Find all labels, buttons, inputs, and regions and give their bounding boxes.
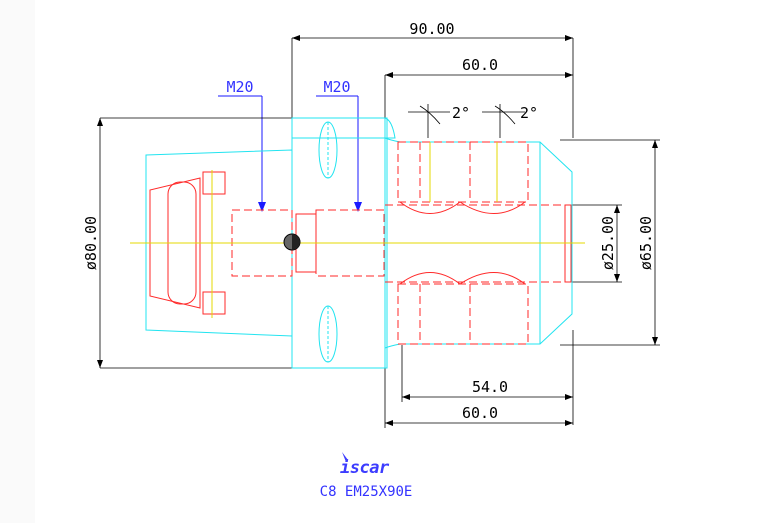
thread-label-1: M20 bbox=[226, 78, 253, 96]
dim-label-80: ø80.00 bbox=[82, 216, 100, 270]
part-number: C8 EM25X90E bbox=[320, 484, 413, 500]
thread-label-2: M20 bbox=[323, 78, 350, 96]
dim-label-65: ø65.00 bbox=[637, 216, 655, 270]
thread-callout-1: M20 bbox=[218, 78, 266, 212]
paper-region bbox=[300, 0, 767, 523]
dim-label-60-top: 60.0 bbox=[462, 56, 498, 74]
angle-callout-2: 2° bbox=[482, 104, 538, 138]
dim-overall-length: 90.00 bbox=[291, 20, 574, 138]
thread-callout-2: M20 bbox=[316, 78, 362, 212]
paper-region bbox=[35, 0, 300, 180]
dim-collet-length-top: 60.0 bbox=[384, 56, 573, 118]
dim-label-54: 54.0 bbox=[472, 378, 508, 396]
dim-nose-diameter: ø65.00 bbox=[560, 139, 660, 346]
dim-label-90: 90.00 bbox=[409, 20, 454, 38]
iscar-logo: iscar bbox=[340, 452, 390, 478]
dim-length-54: 54.0 bbox=[401, 330, 574, 425]
angle-label-2: 2° bbox=[520, 104, 538, 122]
dim-bore-diameter: ø25.00 bbox=[570, 204, 622, 283]
brand-logo-text: iscar bbox=[340, 458, 390, 478]
dim-label-25: ø25.00 bbox=[599, 216, 617, 270]
angle-label-1: 2° bbox=[452, 104, 470, 122]
centerlines bbox=[130, 142, 585, 318]
dim-length-60-bottom: 60.0 bbox=[384, 368, 573, 428]
dim-flange-diameter: ø80.00 bbox=[82, 117, 292, 369]
center-pin-half bbox=[292, 234, 300, 250]
dim-label-60-bottom: 60.0 bbox=[462, 404, 498, 422]
angle-callout-1: 2° bbox=[408, 104, 470, 138]
